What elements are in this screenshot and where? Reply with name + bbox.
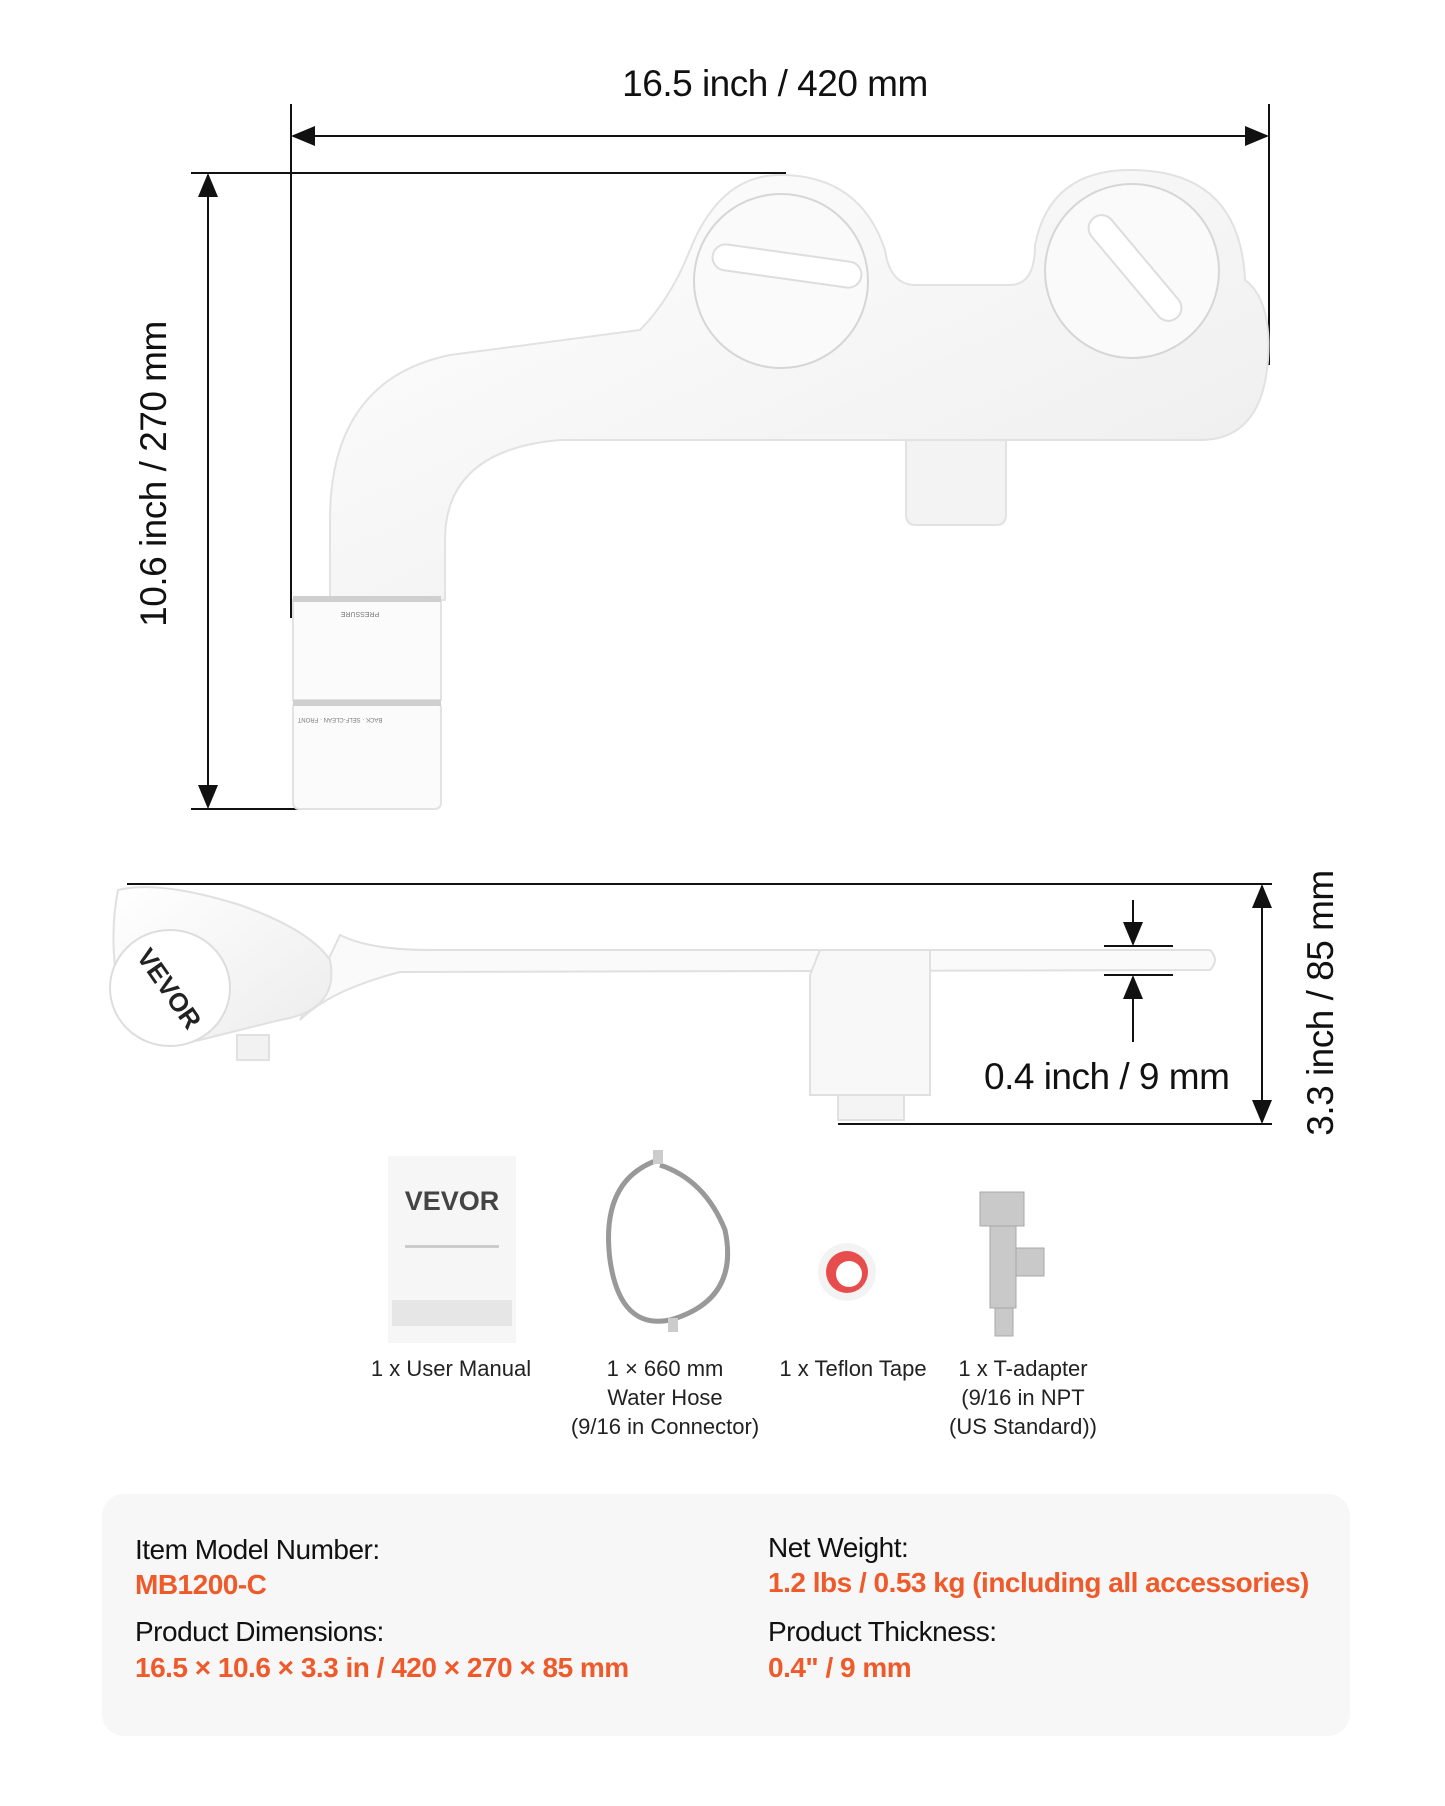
width-dimension-lines xyxy=(290,104,1270,618)
label-line: (9/16 in NPT xyxy=(961,1385,1085,1410)
weight-value: 1.2 lbs / 0.53 kg (including all accesso… xyxy=(768,1567,1309,1598)
spec-panel xyxy=(102,1494,1350,1736)
dial-label-pressure: PRESSURE xyxy=(340,610,379,617)
label-line: 1 × 660 mm xyxy=(606,1356,724,1381)
side-dimension-lines xyxy=(127,883,1272,1125)
svg-text:VEVOR: VEVOR xyxy=(405,1186,500,1216)
label-line: (US Standard)) xyxy=(949,1414,1097,1439)
water-hose-image xyxy=(606,1150,731,1332)
thickness-spec-label: Product Thickness: xyxy=(768,1616,997,1647)
label-line: 1 x T-adapter xyxy=(958,1356,1088,1381)
label-line: 1 x User Manual xyxy=(370,1356,532,1381)
teflon-tape-image xyxy=(818,1243,876,1301)
weight-label: Net Weight: xyxy=(768,1532,909,1563)
label-line: (9/16 in Connector) xyxy=(570,1414,760,1439)
accessory-label-water-hose: 1 × 660 mm Water Hose (9/16 in Connector… xyxy=(571,1354,759,1441)
height-label: 10.6 inch / 270 mm xyxy=(133,321,174,627)
label-line: Water Hose xyxy=(607,1385,723,1410)
model-value: MB1200-C xyxy=(135,1569,267,1600)
accessory-label-t-adapter: 1 x T-adapter (9/16 in NPT (US Standard)… xyxy=(949,1354,1097,1441)
bidet-side-view: VEVOR xyxy=(109,886,1216,1121)
accessory-label-user-manual: 1 x User Manual xyxy=(371,1354,531,1383)
label-line: 1 x Teflon Tape xyxy=(779,1356,927,1381)
t-adapter-image xyxy=(979,1191,1045,1337)
dial-label-mode: BACK · SELF-CLEAN · FRONT xyxy=(297,716,382,722)
bidet-top-view: PRESSURE BACK · SELF-CLEAN · FRONT xyxy=(292,168,1270,810)
dimensions-label: Product Dimensions: xyxy=(135,1616,384,1647)
thickness-label: 0.4 inch / 9 mm xyxy=(984,1056,1230,1097)
dimensions-value: 16.5 × 10.6 × 3.3 in / 420 × 270 × 85 mm xyxy=(135,1652,629,1683)
user-manual-image: VEVOR xyxy=(388,1156,516,1343)
thickness-spec-value: 0.4" / 9 mm xyxy=(768,1652,912,1683)
accessory-label-teflon-tape: 1 x Teflon Tape xyxy=(779,1354,926,1383)
model-label: Item Model Number: xyxy=(135,1534,380,1565)
depth-label: 3.3 inch / 85 mm xyxy=(1300,870,1341,1136)
width-label: 16.5 inch / 420 mm xyxy=(622,63,928,104)
height-dimension-lines xyxy=(191,172,786,810)
